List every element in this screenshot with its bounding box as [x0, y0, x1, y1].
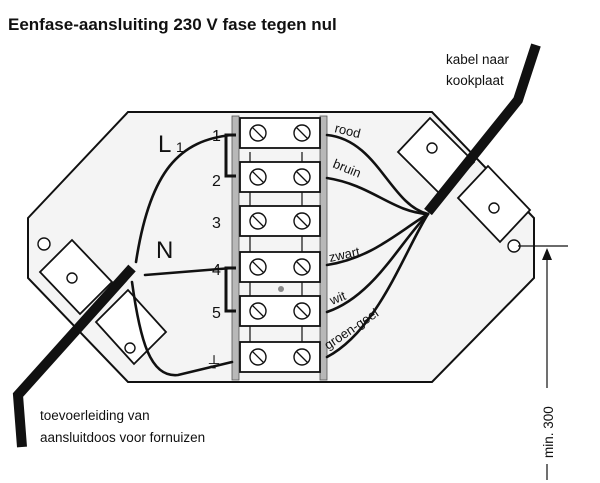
bridge-dot: [278, 286, 284, 292]
wire-bruin: [325, 176, 430, 216]
terminal-number-3: 3: [212, 215, 221, 232]
earth-symbol-icon: ⏚: [206, 354, 222, 372]
terminal-5: [239, 295, 321, 327]
wire-groen-geel: [325, 212, 430, 359]
wire-rood: [325, 133, 430, 216]
cable-out-label-line1: kabel naar: [446, 52, 510, 67]
wire-zwart: [325, 212, 430, 267]
terminal-3: [239, 205, 321, 237]
junction-box: [27, 111, 535, 383]
terminal-2: [239, 161, 321, 193]
wire-label-zwart: zwart: [328, 244, 362, 265]
terminal-number-1: 1: [212, 128, 221, 145]
mounting-bracket-bottom-left: [38, 238, 168, 366]
supply-cable: [12, 264, 136, 448]
neutral-label: N: [156, 237, 173, 264]
dimension-indicator: [518, 245, 568, 480]
wire-neutral: [143, 266, 234, 277]
wire-label-wit: wit: [327, 288, 349, 308]
dimension-label: min. 300: [541, 406, 556, 458]
cable-in-label-line2: aansluitdoos voor fornuizen: [40, 430, 205, 445]
terminal-4: [239, 251, 321, 283]
wire-label-rood: rood: [333, 120, 362, 141]
wire-earth-supply: [130, 280, 234, 377]
cable-in-label-line1: toevoerleiding van: [40, 408, 150, 423]
phase-subscript: 1: [176, 139, 184, 155]
terminal-number-2: 2: [212, 173, 221, 190]
cable-out-label-line2: kookplaat: [446, 73, 504, 88]
wire-wit: [325, 212, 430, 314]
diagram-title: Eenfase-aansluiting 230 V fase tegen nul: [8, 15, 337, 34]
terminal-number-4: 4: [212, 262, 221, 279]
cable-to-cooktop: [424, 43, 541, 216]
wire-phase: [134, 133, 234, 264]
phase-label: L: [158, 131, 171, 158]
terminal-earth: [239, 341, 321, 373]
terminal-number-5: 5: [212, 305, 221, 322]
terminal-1: [239, 117, 321, 149]
mounting-hole-left: [37, 237, 51, 251]
